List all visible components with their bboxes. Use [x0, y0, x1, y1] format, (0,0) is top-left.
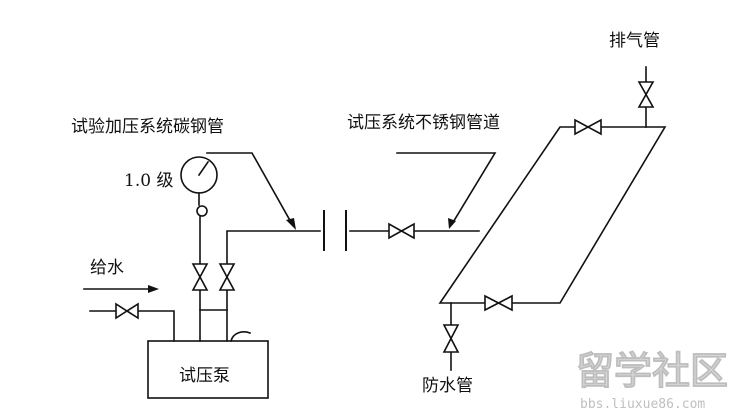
pressure-gauge — [180, 156, 218, 217]
label-pump: 试压泵 — [179, 366, 230, 386]
label-stainless-pipe: 试压系统不锈钢管道 — [347, 113, 500, 133]
label-carbon-steel-pipe: 试验加压系统碳钢管 — [71, 117, 224, 137]
feed-valve — [388, 222, 415, 240]
supply-valve — [115, 302, 139, 320]
water-supply-line — [89, 310, 175, 342]
label-water-supply: 给水 — [90, 258, 124, 278]
bottom-valve — [484, 294, 513, 312]
watermark-brand: 留学社区 — [576, 349, 728, 393]
label-drain-pipe: 防水管 — [422, 376, 473, 396]
label-exhaust-pipe: 排气管 — [609, 31, 660, 51]
stainless-pipe-leader — [396, 152, 497, 229]
pump-outlet-fitting — [230, 331, 252, 342]
stainless-loop — [438, 126, 667, 304]
exhaust-valve — [637, 81, 655, 108]
gauge-valve — [191, 263, 209, 291]
pump-box — [147, 340, 269, 399]
drain-valve — [442, 324, 460, 353]
riser-valve — [218, 263, 236, 291]
top-valve — [574, 118, 602, 136]
label-gauge-grade: 1.0 级 — [124, 171, 173, 191]
watermark-site: bbs.liuxue86.com — [580, 397, 705, 412]
main-riser — [226, 230, 321, 342]
carbon-pipe-leader — [206, 152, 296, 230]
water-supply-arrow — [83, 285, 159, 293]
